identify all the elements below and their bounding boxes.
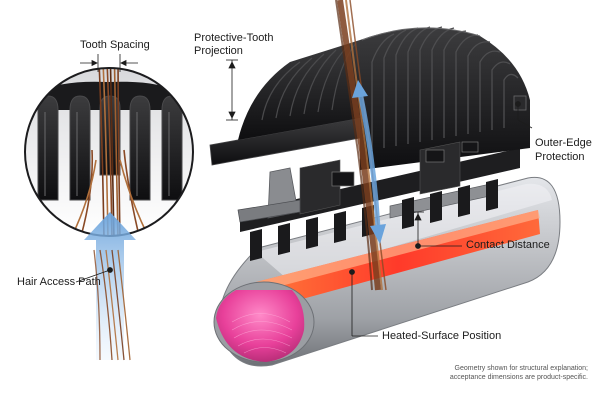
label-protective-tooth-line2: Projection (194, 45, 243, 57)
label-outer-edge-line2: Protection (535, 151, 585, 163)
label-protective-tooth-line1: Protective-Tooth (194, 32, 274, 44)
label-hair-access-path: Hair Access Path (17, 276, 101, 288)
right-tooth-block (360, 27, 530, 171)
left-tooth-block (238, 40, 360, 140)
comb-head (209, 26, 530, 261)
hair-path-double-arrow (352, 80, 386, 244)
footnote-line2: acceptance dimensions are product-specif… (449, 374, 588, 381)
magnifier-inset (24, 54, 194, 237)
heated-barrel (213, 176, 561, 367)
callout-leaders (75, 59, 533, 337)
tooth-spacing-marker (80, 54, 138, 72)
footnote-line1: Geometry shown for structural explanatio… (454, 365, 588, 372)
hair-access-arrow (84, 212, 136, 361)
label-heated-surface-position: Heated-Surface Position (382, 330, 502, 342)
label-contact-distance: Contact Distance (466, 239, 550, 251)
heated-pad-end (216, 290, 305, 362)
label-outer-edge-line1: Outer-Edge (535, 137, 592, 149)
label-tooth-spacing: Tooth Spacing (80, 39, 150, 51)
